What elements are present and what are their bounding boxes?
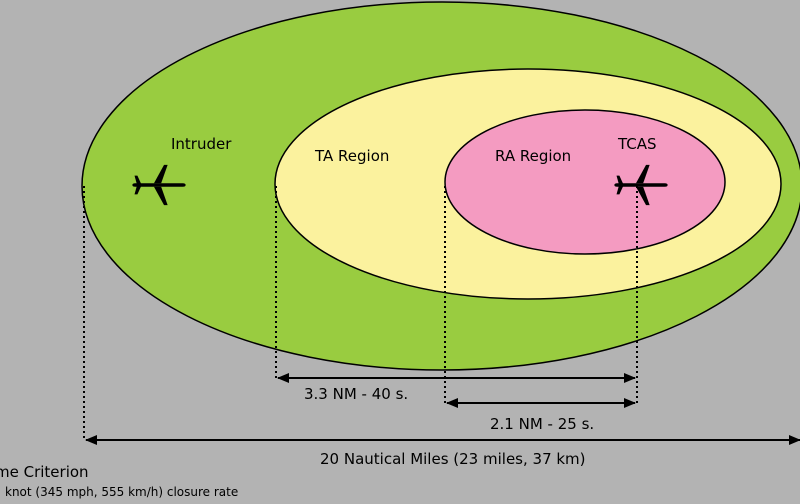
ta-dimension-label: 3.3 NM - 40 s. — [304, 385, 408, 403]
ra-dimension-label: 2.1 NM - 25 s. — [490, 415, 594, 433]
caption-subtitle: knot (345 mph, 555 km/h) closure rate — [5, 485, 238, 499]
ra-zone — [444, 109, 726, 255]
tcas-label: TCAS — [617, 135, 657, 153]
ta-region-label: TA Region — [314, 147, 389, 165]
ra-region-label: RA Region — [495, 147, 571, 165]
intruder-label: Intruder — [171, 135, 232, 153]
caption-title: me Criterion — [0, 463, 89, 481]
outer-dimension-label: 20 Nautical Miles (23 miles, 37 km) — [320, 450, 586, 468]
